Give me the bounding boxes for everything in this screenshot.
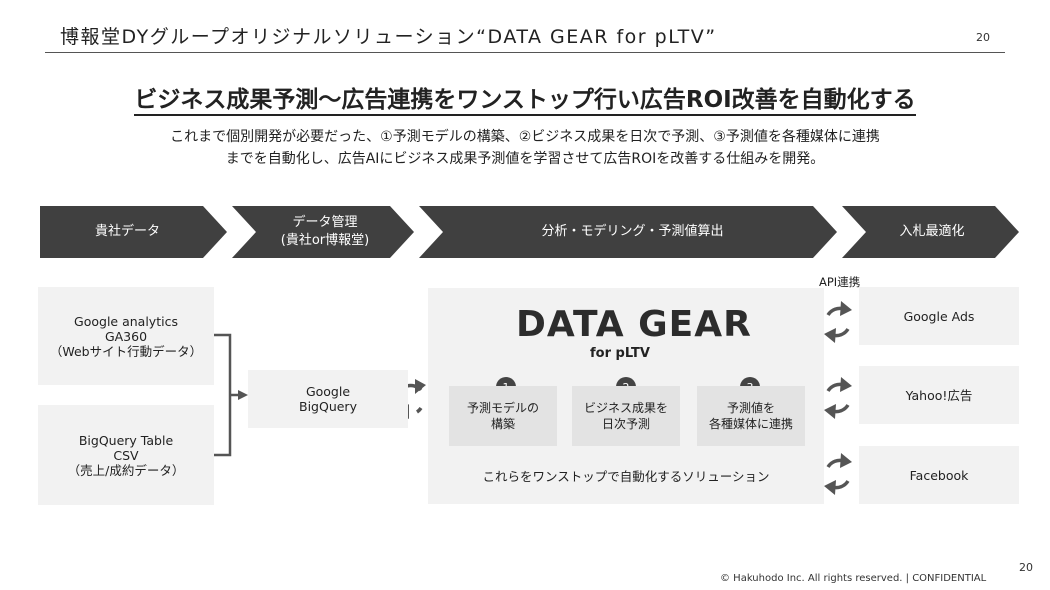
source-bq-line-2: CSV — [113, 447, 139, 463]
destination-box-facebook: Facebook — [859, 446, 1019, 504]
step-2-line-2: 日次予測 — [601, 417, 650, 431]
flow-stage-3-shape — [419, 206, 837, 258]
flow-stage-1-label: 貴社データ — [40, 206, 215, 258]
step-3-line-2: 各種媒体に連携 — [708, 417, 793, 431]
flow-stage-3-label: 分析・モデリング・予測値算出 — [440, 206, 825, 258]
storage-line-1: Google — [305, 384, 351, 399]
source-ga-line-1: Google analytics — [74, 313, 178, 329]
destination-box-yahoo: Yahoo!広告 — [859, 366, 1019, 424]
sync-icon — [824, 301, 852, 343]
sync-icon — [824, 377, 852, 419]
headline-text: ビジネス成果予測～広告連携をワンストップ行い広告ROI改善を自動化する — [134, 87, 916, 116]
flow-stage-1-shape — [40, 206, 227, 258]
header-divider — [45, 52, 1005, 53]
source-ga-line-2: GA360 — [104, 328, 148, 344]
page-number-bottom: 20 — [1019, 561, 1033, 574]
destination-google-ads-label: Google Ads — [903, 308, 975, 324]
step-box-1: 予測モデルの 構築 — [449, 386, 557, 446]
flow-stage-2-text-2: (貴社or博報堂) — [280, 233, 370, 248]
intro-text: これまで個別開発が必要だった、①予測モデルの構築、②ビジネス成果を日次で予測、③… — [0, 126, 1050, 170]
step-1-line-2: 構築 — [490, 417, 515, 431]
destination-box-google-ads: Google Ads — [859, 287, 1019, 345]
intro-line-2: までを自動化し、広告AIにビジネス成果予測値を学習させて広告ROIを改善する仕組… — [225, 151, 825, 167]
step-3-line-1: 予測値を — [726, 401, 775, 415]
source-box-bigquery: BigQuery Table CSV （売上/成約データ） — [38, 405, 214, 505]
flow-stage-3-text: 分析・モデリング・予測値算出 — [541, 224, 724, 239]
data-gear-logo-sub: for pLTV — [590, 346, 650, 361]
flow-stage-2-text-1: データ管理 — [292, 215, 358, 230]
copyright: © Hakuhodo Inc. All rights reserved. | C… — [720, 573, 987, 584]
api-label: API連携 — [819, 275, 861, 289]
step-box-3: 予測値を 各種媒体に連携 — [697, 386, 805, 446]
destination-yahoo-label: Yahoo!広告 — [905, 387, 973, 403]
intro-line-1: これまで個別開発が必要だった、①予測モデルの構築、②ビジネス成果を日次で予測、③… — [170, 129, 880, 145]
step-1-line-1: 予測モデルの — [466, 401, 539, 415]
headline: ビジネス成果予測～広告連携をワンストップ行い広告ROI改善を自動化する — [0, 80, 1050, 116]
page-number-top: 20 — [976, 31, 990, 44]
bracket-connector — [214, 333, 240, 457]
flow-stage-4-text: 入札最適化 — [899, 224, 965, 239]
connector-arrowhead — [238, 390, 248, 400]
storage-line-2: BigQuery — [299, 399, 357, 414]
sync-icon — [824, 453, 852, 495]
flow-stage-2-label: データ管理 (貴社or博報堂) — [250, 206, 400, 258]
data-gear-logo: DATA GEAR — [516, 304, 752, 345]
storage-box-bigquery: Google BigQuery — [248, 370, 408, 428]
flow-stage-2-shape — [232, 206, 414, 258]
step-2-line-1: ビジネス成果を — [583, 401, 668, 415]
solution-caption: これらをワンストップで自動化するソリューション — [482, 469, 770, 484]
step-box-2: ビジネス成果を 日次予測 — [572, 386, 680, 446]
flow-stage-4-shape — [842, 206, 1019, 258]
source-bq-line-1: BigQuery Table — [78, 432, 174, 448]
source-bq-line-3: （売上/成約データ） — [67, 462, 185, 478]
header-title: 博報堂DYグループオリジナルソリューション“DATA GEAR for pLTV… — [60, 26, 717, 48]
source-ga-line-3: （Webサイト行動データ） — [49, 343, 203, 359]
flow-stage-1-text: 貴社データ — [94, 224, 160, 239]
source-box-ga: Google analytics GA360 （Webサイト行動データ） — [38, 287, 214, 385]
flow-stage-4-label: 入札最適化 — [862, 206, 1002, 258]
destination-facebook-label: Facebook — [909, 467, 969, 483]
